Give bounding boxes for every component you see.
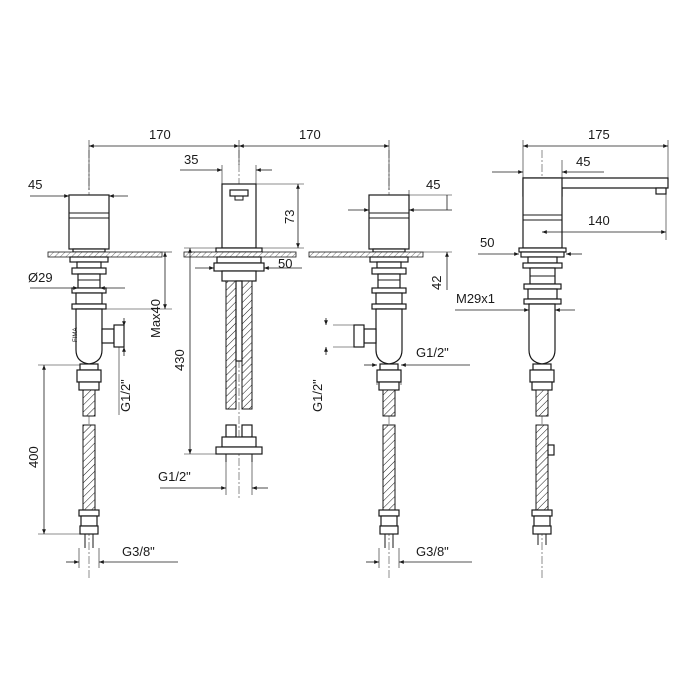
dim-left-handle-width: 45 [28, 177, 42, 192]
dim-right-span: 170 [299, 127, 321, 142]
dim-right-hose-thread: G3/8" [416, 544, 449, 559]
dim-left-inlet-thread: G1/2" [118, 379, 133, 412]
dim-total-length: 430 [172, 349, 187, 371]
dim-spout-height: 73 [282, 210, 297, 224]
center-spout: 35 73 50 430 G1/2" [158, 150, 304, 500]
dim-right-handle-width: 45 [426, 177, 440, 192]
top-dimensions: 170 170 175 [88, 127, 669, 190]
right-valve: 45 42 G1/2" G1/2" G3/8" [308, 150, 472, 580]
dim-hose-length: 400 [26, 446, 41, 468]
dim-right-inlet-thread: G1/2" [416, 345, 449, 360]
dim-spout-width: 35 [184, 152, 198, 167]
dim-spout-base-width: 50 [278, 256, 292, 271]
dim-max-deck: Max40 [148, 299, 163, 338]
dim-height-above-deck: 42 [429, 276, 444, 290]
dim-spout-reach: 175 [588, 127, 610, 142]
dim-shank-thread: M29x1 [456, 291, 495, 306]
dim-side-top-width: 45 [576, 154, 590, 169]
dim-side-base-width: 50 [480, 235, 494, 250]
left-valve: FIMA 45 Ø29 Max40 G1/2" [26, 150, 178, 580]
dim-left-hose-thread: G3/8" [122, 544, 155, 559]
dim-right-outlet-thread: G1/2" [310, 379, 325, 412]
dim-spout-projection: 140 [588, 213, 610, 228]
side-view: 45 140 50 M29x1 [455, 150, 669, 580]
dim-center-inlet-thread: G1/2" [158, 469, 191, 484]
dim-nut-diameter: Ø29 [28, 270, 53, 285]
dim-left-span: 170 [149, 127, 171, 142]
svg-text:FIMA: FIMA [73, 328, 79, 342]
